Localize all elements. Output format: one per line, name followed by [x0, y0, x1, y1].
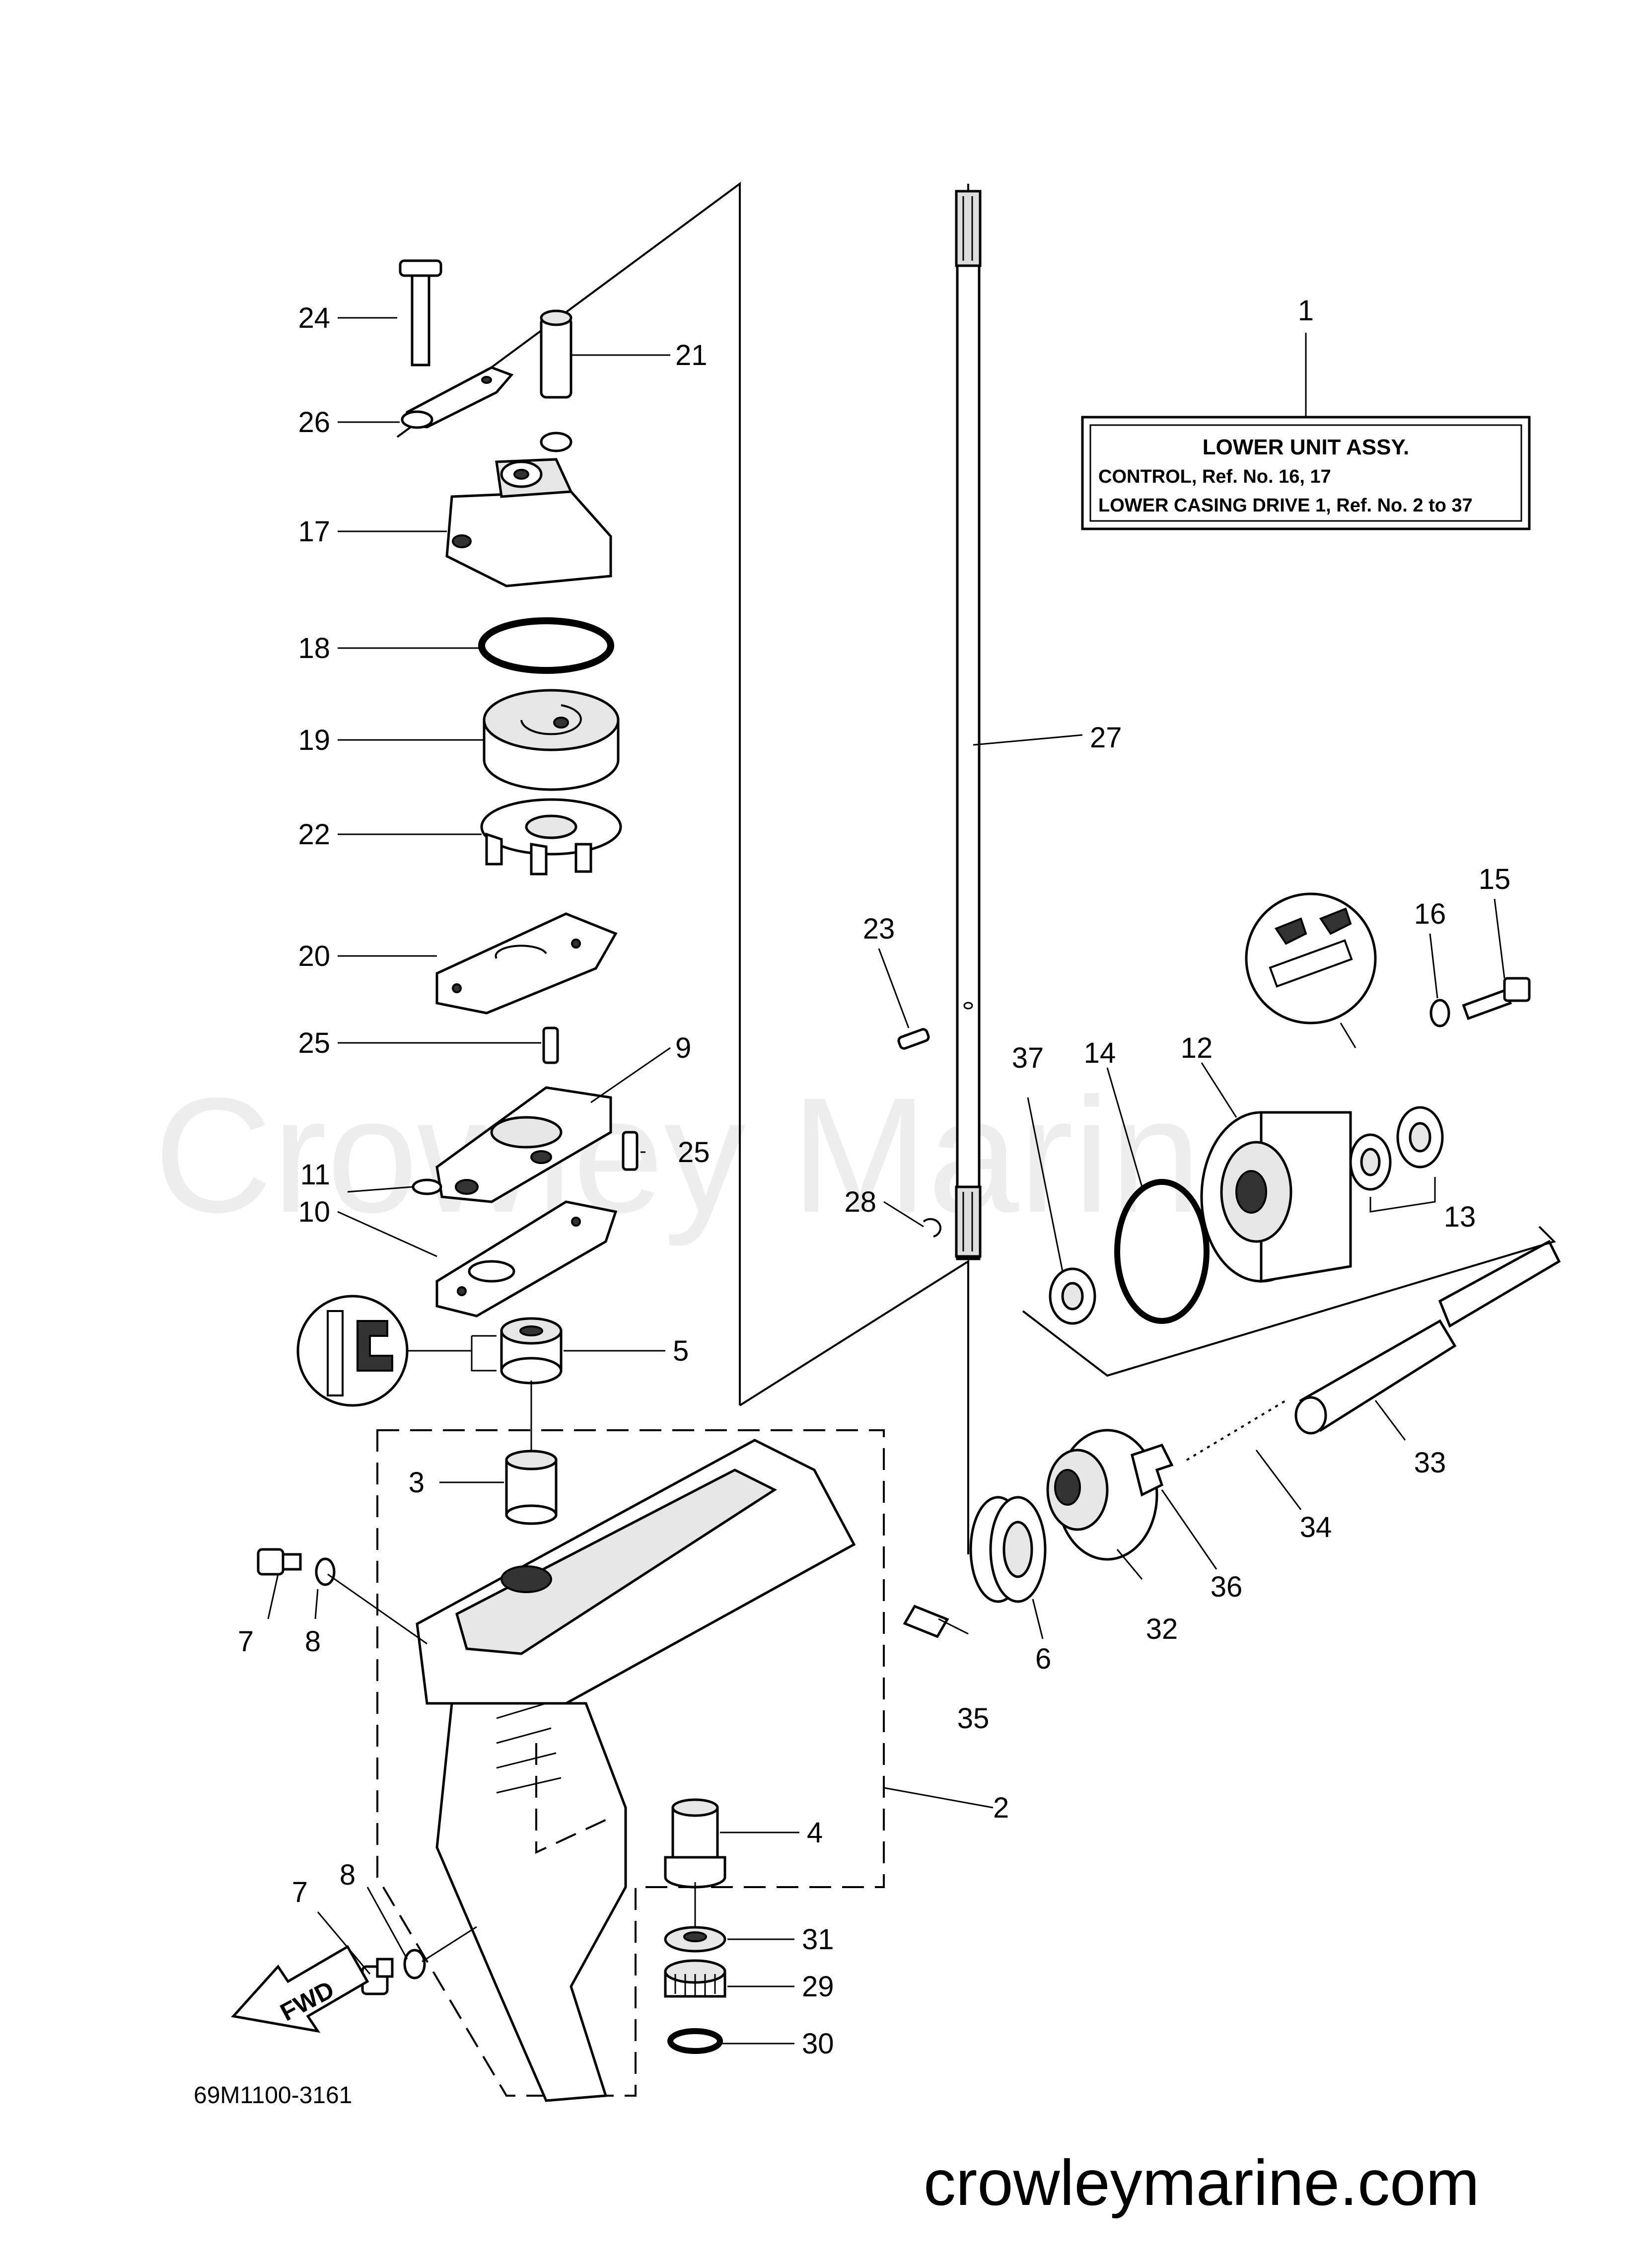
- clip-28: [923, 1218, 942, 1238]
- bushing-lower: [664, 1798, 726, 1927]
- leader-lines: [267, 317, 1505, 2045]
- callout-11: 11: [300, 1159, 330, 1191]
- callout-8-lower: 8: [340, 1859, 356, 1891]
- impeller-housing: [483, 689, 620, 791]
- retainer-group-frame: [1022, 1226, 1556, 1377]
- seal-detail-circle-right: [1245, 892, 1377, 1048]
- callout-15: 15: [1479, 863, 1511, 895]
- callout-25-upper: 25: [298, 1027, 330, 1059]
- callout-24: 24: [298, 302, 330, 334]
- water-pump-housing: [399, 259, 612, 587]
- callout-4: 4: [807, 1817, 823, 1849]
- gasket: [435, 1200, 618, 1317]
- callout-7-lower: 7: [292, 1876, 308, 1908]
- callout-21: 21: [675, 339, 708, 371]
- callout-17: 17: [298, 515, 330, 548]
- callout-35: 35: [957, 1702, 990, 1735]
- callout-30: 30: [802, 2028, 834, 2060]
- callout-9: 9: [675, 1032, 691, 1064]
- label-box-line1: CONTROL, Ref. No. 16, 17: [1098, 466, 1331, 487]
- bushing-upper: [505, 1381, 558, 1525]
- drain-screw-upper: [257, 1548, 336, 1586]
- propeller-shaft: [1294, 1240, 1561, 1435]
- callout-27: 27: [1090, 722, 1122, 754]
- o-ring-18: [478, 617, 614, 674]
- assembly-label-box: LOWER UNIT ASSY. CONTROL, Ref. No. 16, 1…: [1081, 333, 1531, 530]
- callout-1: 1: [1298, 294, 1314, 327]
- callout-7-upper: 7: [238, 1625, 254, 1658]
- washer-16: [1429, 999, 1450, 1027]
- lower-casing: [416, 1439, 856, 2102]
- callout-29: 29: [802, 1971, 834, 2003]
- bearing-6: [969, 1496, 1047, 1603]
- callout-8-upper: 8: [305, 1625, 321, 1658]
- callout-3: 3: [409, 1466, 425, 1499]
- watermark-text: Crowley Marine: [154, 1063, 1292, 1247]
- callout-2: 2: [993, 1792, 1009, 1824]
- label-box-title: LOWER UNIT ASSY.: [1203, 435, 1409, 459]
- callout-16: 16: [1414, 898, 1446, 930]
- callout-31: 31: [802, 1923, 834, 1956]
- label-box-line2: LOWER CASING DRIVE 1, Ref. No. 2 to 37: [1098, 495, 1473, 516]
- callout-28: 28: [844, 1186, 876, 1218]
- bearings-13: [1349, 1106, 1444, 1191]
- pinion-gear: [664, 1959, 726, 1998]
- callout-22: 22: [298, 818, 330, 851]
- callout-13: 13: [1444, 1201, 1476, 1233]
- forward-gear: [1046, 1429, 1158, 1561]
- seal-detail-circle: [296, 1295, 472, 1407]
- callout-20: 20: [298, 940, 330, 972]
- callout-36: 36: [1211, 1571, 1243, 1603]
- callout-6: 6: [1035, 1643, 1051, 1675]
- o-ring-14: [1114, 1179, 1210, 1324]
- drive-shaft: [955, 190, 982, 1260]
- callout-25-lower: 25: [678, 1136, 710, 1169]
- callout-numbers: 1 2 3 4 5 6 7 7 8 8 9 10 11 12 13 14 15 …: [238, 294, 1510, 2060]
- callout-33: 33: [1414, 1447, 1446, 1479]
- callout-37: 37: [1012, 1042, 1044, 1074]
- callout-34: 34: [1300, 1511, 1332, 1543]
- callout-23: 23: [863, 913, 895, 945]
- footer-url: crowleymarine.com: [924, 2146, 1480, 2219]
- spring: [1186, 1399, 1287, 1461]
- callout-18: 18: [298, 632, 330, 664]
- callout-14: 14: [1084, 1037, 1116, 1069]
- callout-26: 26: [298, 406, 330, 439]
- dowel-pin-lower: [622, 1131, 639, 1171]
- callout-10: 10: [298, 1196, 330, 1228]
- callout-12: 12: [1181, 1032, 1213, 1064]
- drain-screw-lower: [361, 1949, 426, 1995]
- shim-washer: [664, 1926, 726, 1953]
- bearing-housing: [1200, 1111, 1352, 1283]
- circlip: [667, 2028, 723, 2054]
- cross-pin: [903, 1605, 949, 1638]
- bearing-upper: [471, 1317, 563, 1385]
- forward-direction-arrow: FWD: [231, 1945, 369, 2033]
- dog-clutch: [1131, 1443, 1174, 1497]
- oil-seal-37: [1049, 1267, 1096, 1325]
- dowel-pin-upper: [542, 1026, 559, 1064]
- outer-plate: [435, 912, 618, 1015]
- impeller: [480, 798, 622, 876]
- callout-32: 32: [1146, 1613, 1178, 1645]
- housing-bolt: [1462, 977, 1531, 1021]
- diagram-code: 69M1100-3161: [194, 2082, 352, 2109]
- insert-cartridge: [412, 1086, 612, 1203]
- callout-5: 5: [673, 1335, 689, 1367]
- callout-19: 19: [298, 724, 330, 756]
- pin-23: [897, 1028, 930, 1050]
